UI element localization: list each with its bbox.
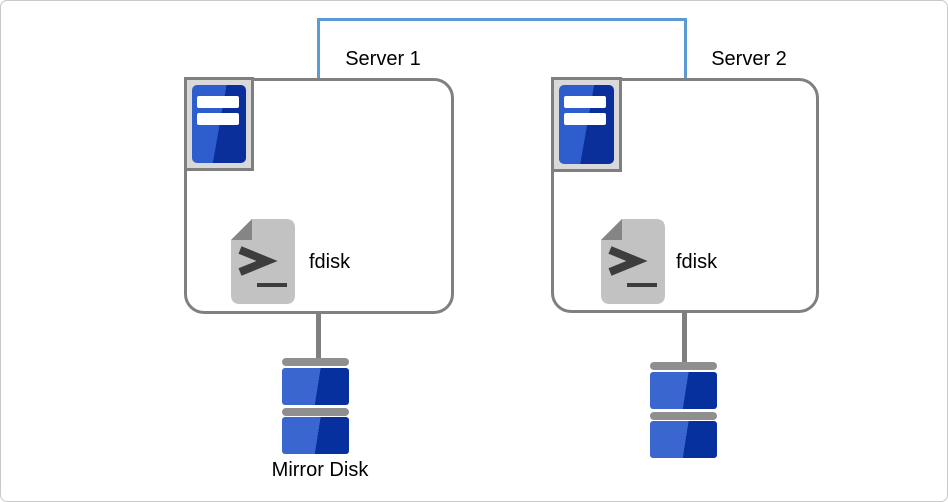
server-icon-slot (197, 113, 239, 125)
server-icon (184, 77, 254, 171)
server1-label: Server 1 (345, 48, 421, 70)
disk-platter (650, 372, 717, 409)
disk-platter (282, 368, 349, 405)
terminal-prompt-icon (231, 219, 295, 304)
disk-platter (282, 417, 349, 454)
server-icon-panel (559, 85, 614, 164)
server2-label: Server 2 (711, 48, 787, 70)
server-icon-slot (564, 113, 606, 125)
server-icon-panel (192, 85, 246, 163)
disk-stack-icon (650, 362, 717, 458)
disk-cap (282, 358, 349, 366)
mirror-disk-label: Mirror Disk (271, 459, 369, 481)
terminal-prompt-icon (601, 219, 665, 304)
server2-tool-label: fdisk (676, 251, 718, 273)
disk-platter (650, 421, 717, 458)
disk-connector-line (682, 311, 687, 362)
disk-cap (650, 362, 717, 370)
disk-stack-icon (282, 358, 349, 454)
server-icon-slot (564, 96, 606, 108)
server-icon-slot (197, 96, 239, 108)
server1-tool-label: fdisk (309, 251, 351, 273)
disk-cap (650, 412, 717, 420)
network-link-line (317, 18, 687, 78)
disk-connector-line (316, 312, 321, 358)
disk-cap (282, 408, 349, 416)
server-icon (551, 77, 622, 172)
